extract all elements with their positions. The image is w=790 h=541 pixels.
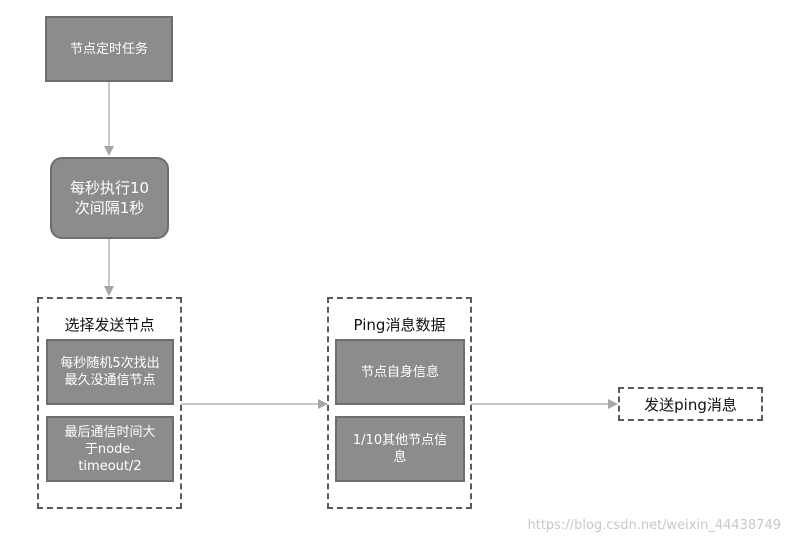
- group-ping-title: Ping消息数据: [353, 316, 446, 334]
- node-send-ping: 发送ping消息: [618, 387, 763, 421]
- node-ping-self: 节点自身信息: [335, 339, 465, 405]
- node-ping-others: 1/10其他节点信 息: [335, 416, 465, 482]
- node-select-timeout-label: 最后通信时间大 于node- timeout/2: [64, 424, 156, 474]
- node-select-random: 每秒随机5次找出 最久没通信节点: [46, 339, 174, 405]
- node-exec-loop-label: 每秒执行10 次间隔1秒: [69, 179, 150, 217]
- node-select-timeout: 最后通信时间大 于node- timeout/2: [46, 416, 174, 482]
- node-select-random-label: 每秒随机5次找出 最久没通信节点: [60, 356, 160, 388]
- group-ping-data: Ping消息数据: [327, 297, 472, 509]
- watermark-text: https://blog.csdn.net/weixin_44438749: [527, 518, 781, 533]
- group-select-send-node: 选择发送节点: [37, 297, 182, 509]
- node-exec-loop: 每秒执行10 次间隔1秒: [50, 157, 169, 239]
- node-ping-others-label: 1/10其他节点信 息: [352, 433, 448, 465]
- node-timer-task: 节点定时任务: [45, 16, 173, 82]
- group-select-title: 选择发送节点: [64, 316, 155, 334]
- node-ping-self-label: 节点自身信息: [360, 364, 439, 380]
- node-timer-task-label: 节点定时任务: [69, 41, 148, 57]
- node-send-ping-label: 发送ping消息: [644, 395, 737, 414]
